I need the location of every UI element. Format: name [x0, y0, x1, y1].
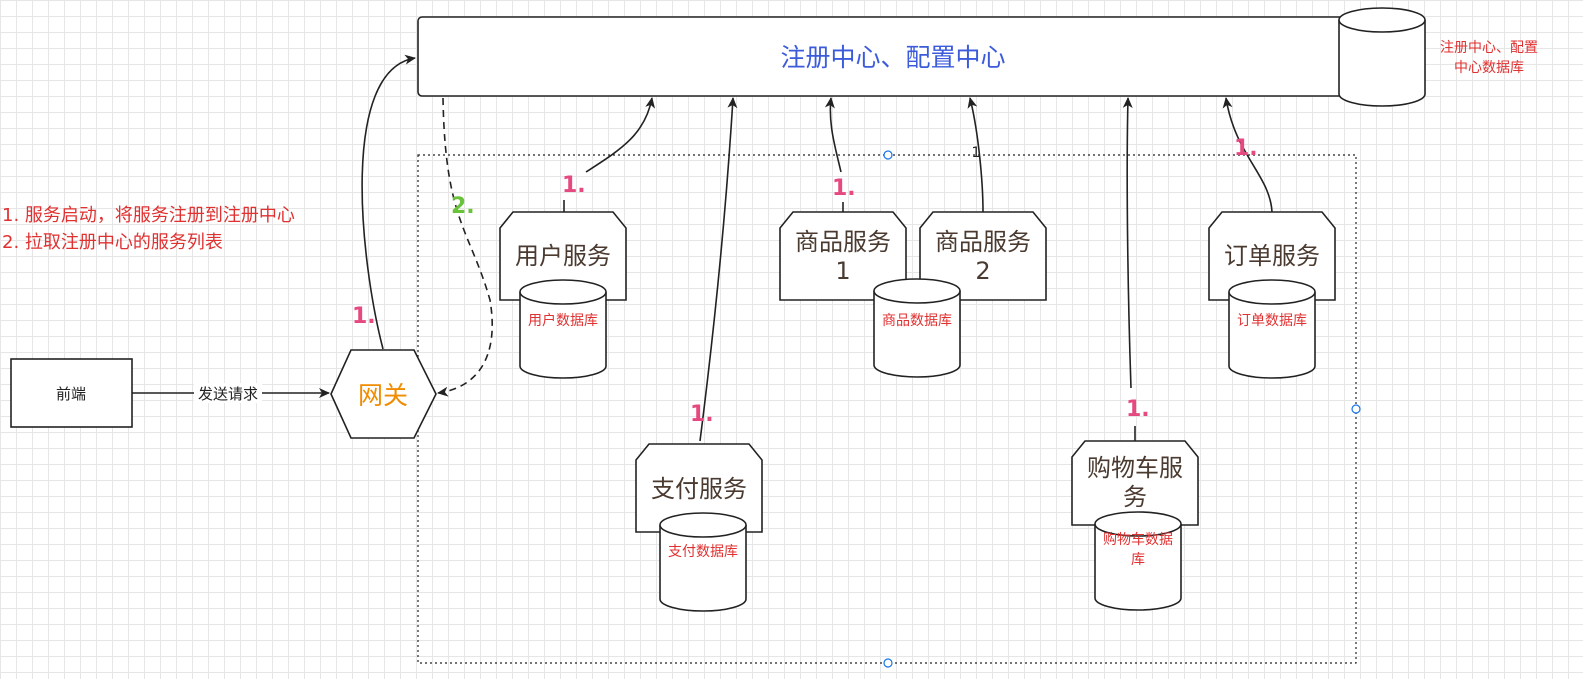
pay-service-name: 支付服务 [651, 475, 747, 503]
product-service-2-number: 2 [975, 257, 990, 285]
registry-center[interactable]: 注册中心、配置中心 [417, 16, 1369, 97]
pay-service-node[interactable]: 支付服务 [635, 443, 763, 533]
order-service-node[interactable]: 订单服务 [1208, 211, 1336, 301]
cart-database-label-line2: 库 [1131, 552, 1145, 568]
user-database[interactable]: 用户数据库 [519, 279, 607, 379]
order-step1-label: 1. [1234, 136, 1258, 161]
product-service-1-name: 商品服务 [795, 228, 891, 256]
pay-database-label: 支付数据库 [668, 544, 738, 560]
legend-line-1: 1. 服务启动，将服务注册到注册中心 [2, 205, 295, 226]
frontend-node[interactable]: 前端 [10, 358, 133, 428]
order-service-name: 订单服务 [1224, 242, 1320, 270]
pay-step1-label: 1. [690, 402, 714, 427]
edge-gateway-register[interactable] [361, 54, 416, 350]
edge-send-request-label: 发送请求 [198, 385, 258, 403]
order-database-label: 订单数据库 [1237, 313, 1307, 329]
user-database-label: 用户数据库 [528, 312, 598, 329]
frontend-label: 前端 [56, 385, 86, 403]
pay-database[interactable]: 支付数据库 [659, 512, 747, 612]
edge-pull-service-list[interactable] [437, 97, 493, 397]
user-service-node[interactable]: 用户服务 [499, 211, 627, 301]
cart-database[interactable]: 购物车数据 库 [1094, 511, 1182, 611]
gateway-step1-label: 1. [352, 304, 376, 329]
edge-cart-register[interactable] [1122, 97, 1133, 389]
product-service-1-node[interactable]: 商品服务 1 [779, 211, 907, 301]
gateway-label: 网关 [358, 381, 408, 410]
cart-service-name-line2: 务 [1123, 483, 1147, 511]
product2-edge-label: 1 [972, 145, 981, 161]
user-service-name: 用户服务 [515, 242, 611, 270]
cart-service-name-line1: 购物车服 [1087, 454, 1183, 482]
registry-database[interactable] [1338, 7, 1426, 107]
edge-product1-register[interactable] [824, 97, 842, 173]
cart-service-node[interactable]: 购物车服 务 [1071, 440, 1199, 526]
registry-db-label-line2: 中心数据库 [1454, 60, 1524, 76]
pull-step2-label: 2. [451, 194, 475, 219]
product-database-label: 商品数据库 [882, 313, 952, 329]
product-database[interactable]: 商品数据库 [873, 278, 961, 378]
edge-order-register[interactable] [1222, 97, 1273, 213]
edge-pay-register[interactable] [699, 97, 738, 442]
registry-db-label-line1: 注册中心、配置 [1440, 40, 1538, 56]
legend-line-2: 2. 拉取注册中心的服务列表 [2, 232, 223, 253]
product-service-2-name: 商品服务 [935, 228, 1031, 256]
cart-step1-label: 1. [1126, 397, 1150, 422]
edge-user-register[interactable] [585, 97, 656, 173]
product-service-2-node[interactable]: 商品服务 2 [919, 211, 1047, 301]
edge-product2-register[interactable] [967, 97, 984, 213]
order-database[interactable]: 订单数据库 [1228, 279, 1316, 379]
product-service-1-number: 1 [835, 257, 850, 285]
registry-title: 注册中心、配置中心 [780, 43, 1005, 72]
cart-database-label-line1: 购物车数据 [1103, 531, 1173, 548]
gateway-node[interactable]: 网关 [330, 349, 437, 439]
user-step1-label: 1. [562, 173, 586, 198]
product1-step1-label: 1. [832, 176, 856, 201]
